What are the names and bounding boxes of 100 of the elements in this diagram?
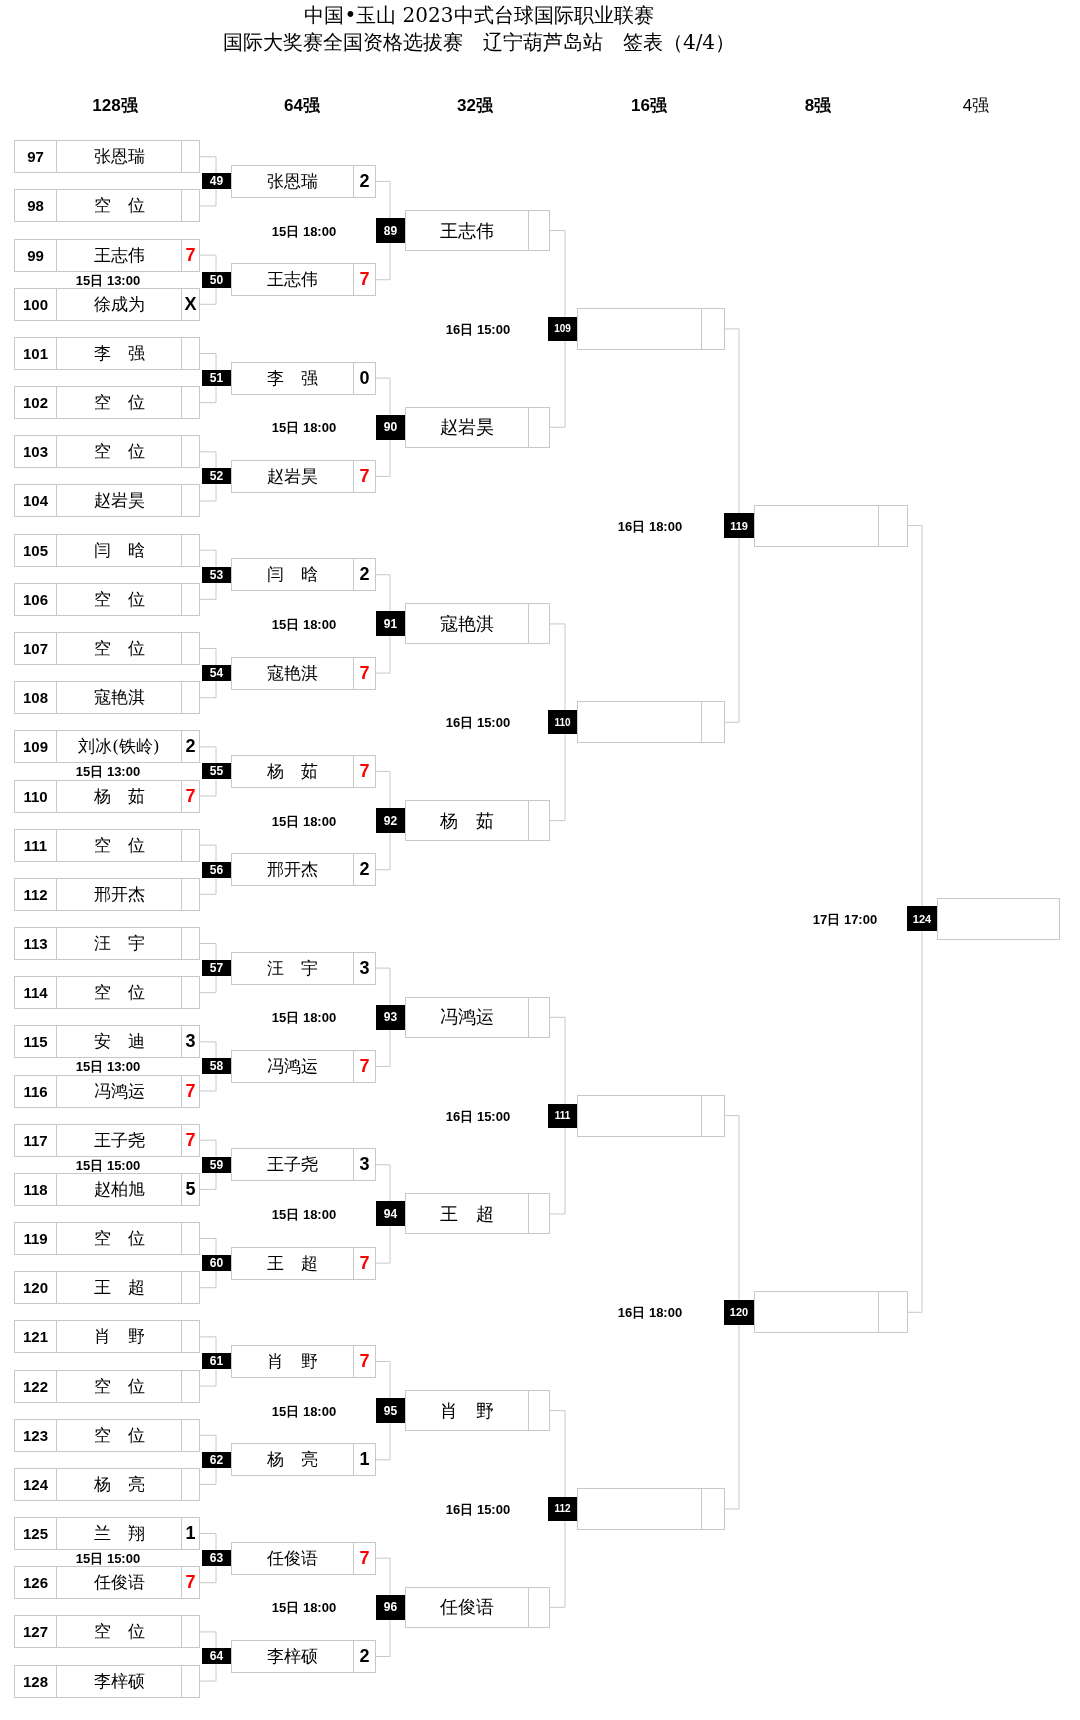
seed-number: 125 (15, 1518, 57, 1550)
match-number: 112 (548, 1496, 577, 1521)
bracket-line (375, 574, 391, 612)
match-number: 63 (202, 1550, 231, 1567)
match-number: 64 (202, 1648, 231, 1665)
match-time: 15日 18:00 (271, 1404, 337, 1418)
bracket-line (199, 1270, 217, 1289)
seed-number: 124 (15, 1468, 57, 1500)
player-name: 肖 野 (92, 1325, 146, 1349)
match-time: 15日 18:00 (271, 1207, 337, 1221)
seed-number: 118 (15, 1173, 57, 1205)
match-number: 111 (548, 1103, 577, 1128)
bracket-line (375, 439, 391, 477)
seed-number: 127 (15, 1616, 57, 1648)
match-time: 17日 17:00 (812, 912, 878, 926)
match-number: 109 (548, 316, 577, 341)
bracket-line (199, 1664, 217, 1682)
match-number: 49 (202, 173, 231, 190)
seed-number: 107 (15, 633, 57, 664)
bracket-line (375, 1619, 391, 1657)
bracket-line (199, 287, 217, 305)
bracket-line (375, 1422, 391, 1461)
bracket-line (549, 1410, 566, 1498)
player-name: 邢开杰 (266, 858, 319, 882)
bracket-line (724, 1115, 740, 1301)
score: 3 (353, 952, 375, 984)
bracket-line (199, 746, 217, 764)
player-name: 闫 晗 (92, 538, 146, 562)
player-name: 空 位 (92, 1374, 146, 1398)
match-number: 120 (724, 1299, 754, 1325)
seed-number: 121 (15, 1321, 57, 1353)
bracket-line (199, 1434, 217, 1453)
player-name: 徐成为 (92, 292, 146, 316)
bracket-line (724, 328, 740, 514)
player-name: 王志伟 (439, 218, 495, 243)
bracket-line (199, 188, 217, 207)
bracket-line (375, 1029, 391, 1067)
bracket-line (549, 1520, 566, 1608)
match-time: 15日 18:00 (271, 420, 337, 434)
bracket-line (199, 877, 217, 895)
match-number: 58 (202, 1058, 231, 1075)
bracket-line (907, 525, 923, 907)
bracket-line (375, 967, 391, 1006)
match-time: 16日 18:00 (617, 519, 683, 533)
bracket-line (199, 1336, 217, 1354)
bracket-line (375, 1164, 391, 1202)
match-time: 16日 18:00 (617, 1305, 683, 1319)
score: 7 (181, 1075, 199, 1107)
match-time: 15日 18:00 (271, 1010, 337, 1024)
column-header: 8强 (804, 96, 832, 114)
bracket-line (549, 623, 566, 711)
player-name: 空 位 (92, 194, 146, 218)
seed-number: 103 (15, 436, 57, 468)
score: 7 (353, 264, 375, 296)
score: 2 (353, 1641, 375, 1672)
player-name: 空 位 (92, 1227, 146, 1251)
bracket-line (199, 680, 217, 699)
match-time: 15日 15:00 (75, 1158, 141, 1172)
seed-number: 110 (15, 780, 57, 812)
seed-number: 97 (15, 141, 57, 173)
match-number: 50 (202, 271, 231, 288)
subtitle: 国际大奖赛全国资格选拔赛 辽宁葫芦岛站 签表（4/4） (222, 32, 736, 52)
player-name: 赵岩昊 (266, 464, 319, 488)
bracket-line (199, 778, 217, 797)
bracket-line (375, 1557, 391, 1596)
score: 3 (181, 1026, 199, 1058)
bracket-line (549, 340, 566, 428)
seed-number: 105 (15, 534, 57, 566)
bracket-line (907, 930, 923, 1313)
seed-number: 120 (15, 1272, 57, 1304)
player-name: 任俊语 (439, 1595, 495, 1620)
score: 7 (181, 1124, 199, 1156)
player-name: 杨 茹 (439, 808, 495, 833)
bracket-line (199, 648, 217, 666)
bracket-line (375, 242, 391, 281)
player-name: 汪 宇 (266, 956, 319, 980)
score: 7 (353, 657, 375, 689)
match-time: 15日 13:00 (75, 764, 141, 778)
bracket-line (199, 943, 217, 961)
score: X (181, 288, 199, 320)
bracket-line (375, 832, 391, 871)
seed-number: 128 (15, 1665, 57, 1697)
match-time: 16日 15:00 (445, 1502, 511, 1516)
match-number: 53 (202, 566, 231, 583)
score: 7 (353, 460, 375, 492)
match-time: 16日 15:00 (445, 715, 511, 729)
match-number: 93 (376, 1004, 405, 1030)
player-name: 张恩瑞 (266, 169, 319, 193)
match-time: 15日 18:00 (271, 617, 337, 631)
bracket-line (199, 353, 217, 371)
match-time: 16日 15:00 (445, 1109, 511, 1123)
column-header: 128强 (92, 96, 138, 114)
player-name: 李梓硕 (92, 1669, 146, 1693)
player-name: 杨 亮 (92, 1472, 146, 1496)
player-name: 汪 宇 (92, 932, 146, 955)
player-name: 肖 野 (439, 1398, 495, 1423)
seed-number: 119 (15, 1223, 57, 1255)
score: 7 (353, 1542, 375, 1574)
match-number: 56 (202, 861, 231, 878)
score: 7 (353, 1050, 375, 1082)
